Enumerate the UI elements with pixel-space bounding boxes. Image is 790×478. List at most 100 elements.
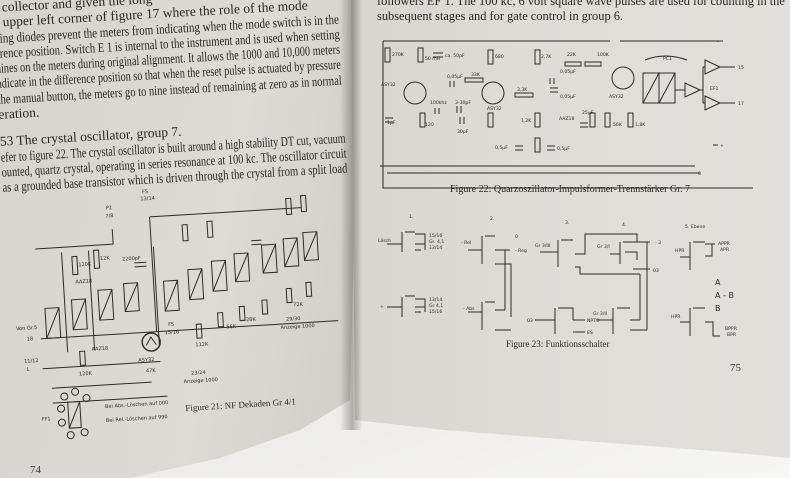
fig22-label: 0,5µF (557, 146, 570, 152)
fig22-label: 3-30pF (455, 100, 471, 106)
fig21-label: ASY32 (138, 357, 154, 364)
fig22-label: 17 (738, 101, 744, 107)
fig22-label: 15 (738, 65, 744, 71)
fig22-label: 2,7K (541, 54, 552, 60)
fig21-label: 13/14 (140, 196, 155, 203)
page-number-right: 75 (730, 362, 741, 374)
figure-21-schematic: P1 7/8 FS 13/14 120K 12K 2200pF AAZ18 Vo… (16, 189, 339, 440)
fig21-label: 7/8 (105, 213, 113, 219)
fig23-label: 15/16 (429, 233, 442, 239)
fig23-label: 03 (653, 268, 659, 274)
book-gutter (340, 0, 362, 430)
fig23-label: 0 (515, 234, 518, 240)
fig23-column-label: 1. (409, 214, 413, 220)
fig21-label: 15/16 (165, 329, 180, 336)
fig21-label: AAZ18 (75, 279, 92, 286)
fig23-label: Gr 3/II (593, 311, 607, 317)
fig21-note: Bei Abs.-Löschen auf 000 (105, 400, 169, 410)
fig23-label: NPTO (587, 318, 600, 324)
page-number-left: 74 (30, 464, 41, 476)
fig22-label: 50 mH (425, 56, 440, 62)
fig23-label: Gr 4,1 (429, 303, 443, 309)
fig22-label: 22K (567, 52, 577, 58)
fig22-label: 0,05µF (560, 69, 576, 75)
fig21-note: Bei Rel.-Löschen auf 990 (106, 414, 168, 424)
figure-23-caption: Figure 23: Funktionsschalter (506, 339, 610, 349)
right-page (351, 0, 790, 458)
fig21-label: 23/24 (191, 370, 206, 377)
fig23-label: 03 (527, 318, 533, 324)
fig22-label: 25µF (582, 110, 594, 116)
fig21-label: 29/30 (286, 316, 301, 323)
fig21-label: FS (142, 189, 148, 195)
text-line: followers EF 1. The 100 kc, 6 volt squar… (377, 0, 785, 8)
fig22-label: 270K (392, 52, 405, 58)
fig23-label: 13/14 (429, 297, 442, 303)
fig23-label: APPR (718, 241, 731, 247)
fig21-label: AAZ18 (91, 346, 108, 353)
fig22-label: PC1 (663, 56, 672, 62)
fig22-label: 3,3K (517, 87, 528, 93)
right-page-text: followers EF 1. The 100 kc, 6 volt squar… (377, 0, 785, 24)
left-page: e collector and given the long e upper l… (0, 0, 360, 478)
fig22-label: + (720, 143, 724, 149)
fig21-label: 112K (195, 342, 209, 349)
fig21-label: 72K (293, 302, 304, 309)
fig23-column-label: 4. (622, 222, 626, 228)
fig21-label: 28K (246, 317, 257, 324)
fig21-label: P1 (106, 205, 113, 211)
fig23-label: Lösch (378, 238, 391, 244)
fig23-label: BPR (727, 332, 737, 338)
fig21-label: 120K (78, 262, 92, 269)
fig21-label: Anzeige 1000 (184, 377, 219, 385)
figure-22-schematic: 270K 50 mH ca. 50pF 680 2,7K 22K 100K PC… (380, 40, 753, 189)
fig22-label: - (717, 40, 719, 45)
fig22-label: 0,05µF (447, 74, 463, 80)
fig23-label: - 3 (655, 240, 661, 246)
fig22-label: ASY32 (609, 94, 624, 100)
figure-22-caption: Figure 22: Quarzoszillator-Impulsformer-… (450, 184, 691, 195)
fig22-label: EF1 (710, 86, 719, 92)
fig21-label: 2200pF (122, 256, 141, 263)
fig23-column-label: 3. (565, 220, 569, 226)
figure-23-schematic: 1. 2. 3. 4. 5. Ebene Lösch 15/16 Gr. 4,1… (378, 214, 738, 338)
fig23-label: 13/14 (429, 245, 442, 251)
fig22-label: AAZ18 (559, 116, 574, 122)
fig23-label: + (380, 304, 384, 310)
fig23-label: A - B (715, 291, 734, 300)
left-page-text: e collector and given the long e upper l… (0, 0, 348, 195)
fig21-label: 12K (100, 255, 111, 262)
text-line: subsequent stages and for gate control i… (377, 9, 624, 23)
fig22-label: 33K (471, 72, 481, 78)
text-line: eration. (0, 104, 40, 122)
fig23-label: HPR (671, 314, 681, 320)
fig21-label: FF1 (42, 416, 51, 423)
fig22-label: 0 (698, 171, 701, 177)
fig22-label: 0,05µF (560, 94, 576, 100)
fig23-label: HPR (675, 248, 685, 254)
fig23-label: - Rel (461, 240, 471, 246)
fig22-label: ASY32 (381, 82, 396, 88)
fig23-label: - Abs (463, 306, 475, 312)
fig21-label: 18 (27, 336, 34, 342)
fig22-label: 56K (613, 122, 623, 128)
fig22-label: 120 (425, 122, 434, 128)
fig22-label: 100K (597, 52, 610, 58)
fig23-label: Gr 3/I (597, 244, 610, 250)
figure-21-caption: Figure 21: NF Dekaden Gr 4/1 (185, 396, 296, 413)
fig22-label: 0,5µF (495, 145, 508, 151)
fig23-label: Gr 3/III (535, 243, 550, 249)
fig23-label: - Reg (515, 248, 527, 254)
fig21-label: L (26, 367, 29, 373)
fig21-label: 47K (146, 368, 157, 375)
fig22-label: 1,8K (635, 122, 646, 128)
fig22-label: 1µF (387, 120, 396, 126)
fig21-label: Anzeige 1000 (280, 323, 315, 331)
fig22-label: 1,2K (521, 118, 532, 124)
fig23-label: BPPR (725, 326, 738, 332)
fig21-label: Von Gr.5 (16, 325, 37, 332)
fig22-label: 680 (495, 54, 504, 60)
fig21-label: 11/12 (24, 358, 39, 365)
fig22-label: ASY32 (487, 106, 502, 112)
fig23-column-label: 5. Ebene (685, 224, 705, 230)
